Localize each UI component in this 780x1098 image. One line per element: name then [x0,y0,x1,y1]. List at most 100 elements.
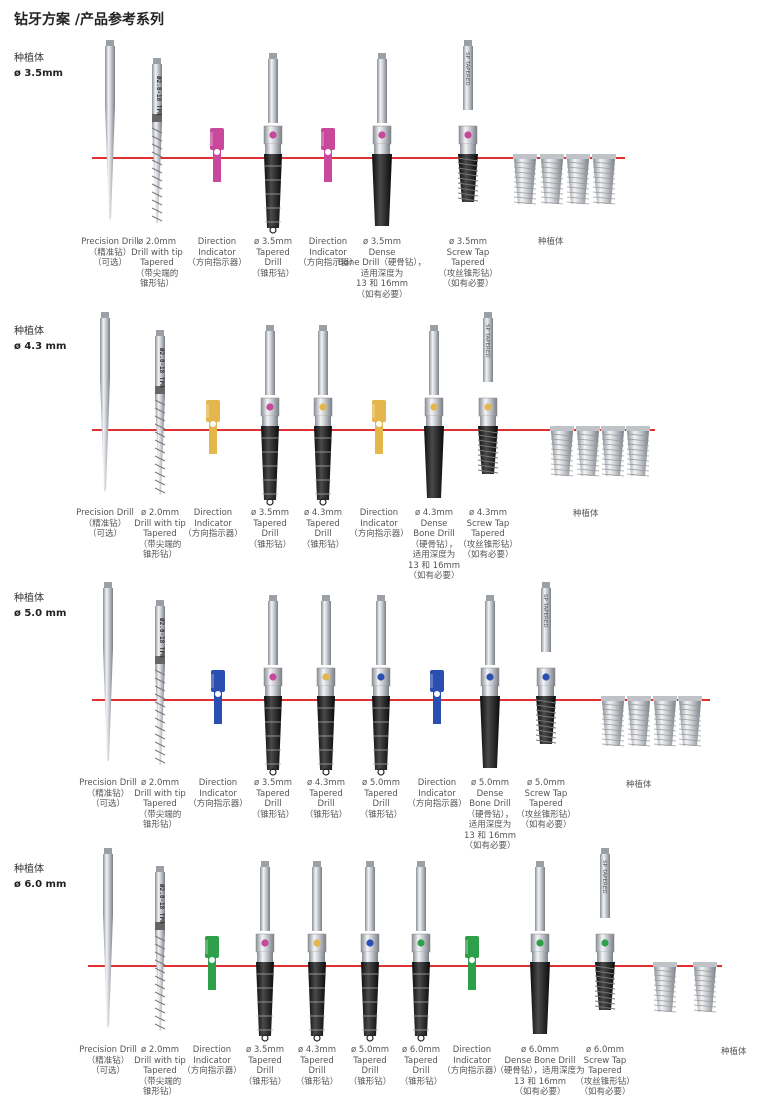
tap-shape: SP TAPERED [594,848,616,1010]
tool-caption: Precision Drill （精准钻） （可选） [81,237,139,268]
color-dot [366,939,374,947]
color-dot [486,673,494,681]
implant-4 [592,154,616,205]
drill-marking: Ø2.8-18 TPR [158,617,165,658]
precision-shape [103,582,113,762]
tool-tapered [263,595,283,776]
color-dot [601,939,609,947]
tap-marking: SP TAPERED [601,860,607,894]
tapered-shape [371,595,391,776]
tool-precision [105,40,115,220]
section-diameter: ø 3.5mm [14,68,63,79]
pilot-shape: Ø2.8-18 TPR [154,600,166,765]
tool-dense [480,595,500,768]
tapered-shape [411,861,431,1042]
section-label-text: 种植体 [14,593,44,604]
tool-tapered [255,861,275,1042]
implant-2 [627,696,651,747]
tool-caption: Direction Indicator （方向指示器） [349,508,409,539]
section-label: 种植体 ø 5.0 mm [14,591,66,621]
reference-line [88,965,722,967]
tool-indicator [430,670,444,724]
tool-precision [100,312,110,492]
page-title: 钻牙方案 /产品参考系列 [14,12,164,28]
color-dot [269,673,277,681]
implant-1 [513,154,537,205]
tool-caption: Direction Indicator （方向指示器） [407,778,467,809]
tapered-shape [360,861,380,1042]
tool-caption: Precision Drill （精准钻） （可选） [79,778,137,809]
reference-line [92,157,625,159]
color-dot [261,939,269,947]
tool-caption: ø 4.3mm Screw Tap Tapered （攻丝锥形钻） （如有必要） [458,508,518,560]
drill-marking: Ø2.8-18 TPR [155,75,162,116]
tapered-shape [316,595,336,776]
tool-pilot: Ø2.8-18 TPR [151,58,163,223]
drill-marking: Ø2.8-18 TPR [158,347,165,388]
tool-caption: Direction Indicator （方向指示器） [188,778,248,809]
indicator-shape [465,936,479,990]
color-dot [269,131,277,139]
tool-indicator [465,936,479,990]
tool-tapered [307,861,327,1042]
tool-precision [103,582,113,762]
color-dot [417,939,425,947]
dense-shape [480,595,500,768]
tool-caption: ø 6.0mm Dense Bone Drill （硬骨钻），适用深度为 13 … [495,1045,585,1097]
tool-caption: ø 4.3mm Dense Bone Drill （硬骨钻）， 适用深度为 13… [407,508,461,581]
tool-caption: ø 6.0mm Screw Tap Tapered （攻丝锥形钻） （如有必要） [575,1045,635,1097]
implant-caption: 种植体 [573,509,599,519]
tool-tapered [260,325,280,506]
color-dot [266,403,274,411]
indicator-shape [210,128,224,182]
tool-indicator [372,400,386,454]
pilot-shape: Ø2.8-18 TPR [154,866,166,1031]
tool-precision [103,848,113,1028]
tap-marking: SP TAPERED [542,594,548,628]
indicator-shape [372,400,386,454]
tool-caption: Direction Indicator （方向指示器） [298,237,358,268]
tapered-shape [263,53,283,234]
color-dot [322,673,330,681]
tap-shape: SP TAPERED [535,582,557,744]
tool-caption: ø 3.5mm Dense Bone Drill（硬骨钻）， 适用深度为 13 … [337,237,427,300]
tool-caption: ø 2.0mm Drill with tip Tapered （带尖端的 锥形钻… [134,1045,186,1097]
tool-tapered [316,595,336,776]
tool-caption: ø 5.0mm Tapered Drill （锥形钻） [348,1045,392,1087]
tap-marking: SP TAPERED [484,324,490,358]
precision-shape [103,848,113,1028]
section-diameter: ø 6.0 mm [14,879,67,890]
implant-2 [540,154,564,205]
dense-shape [424,325,444,498]
drill-marking: Ø2.8-18 TPR [158,883,165,924]
implant-1 [601,696,625,747]
implant-1 [653,962,677,1013]
section-diameter: ø 5.0 mm [14,608,67,619]
implant-2 [576,426,600,477]
tool-pilot: Ø2.8-18 TPR [154,600,166,765]
reference-line [92,429,655,431]
color-dot [313,939,321,947]
tool-tapered [313,325,333,506]
tapered-shape [260,325,280,506]
tool-caption: Direction Indicator （方向指示器） [183,508,243,539]
tool-pilot: Ø2.8-18 TPR [154,866,166,1031]
tool-indicator [210,128,224,182]
tool-tap: SP TAPERED [457,40,479,202]
color-dot [377,673,385,681]
implant-3 [566,154,590,205]
tool-caption: ø 3.5mm Tapered Drill （锥形钻） [248,508,292,550]
tool-caption: Direction Indicator （方向指示器） [182,1045,242,1076]
tool-caption: ø 3.5mm Tapered Drill （锥形钻） [251,237,295,279]
color-dot [319,403,327,411]
color-dot [536,939,544,947]
indicator-shape [205,936,219,990]
indicator-shape [321,128,335,182]
pilot-shape: Ø2.8-18 TPR [151,58,163,223]
tool-caption: ø 5.0mm Dense Bone Drill （硬骨钻）， 适用深度为 13… [463,778,517,851]
tool-caption: ø 4.3mm Tapered Drill （锥形钻） [304,778,348,820]
tool-caption: ø 3.5mm Tapered Drill （锥形钻） [243,1045,287,1087]
implant-3 [601,426,625,477]
implant-caption: 种植体 [538,237,564,247]
